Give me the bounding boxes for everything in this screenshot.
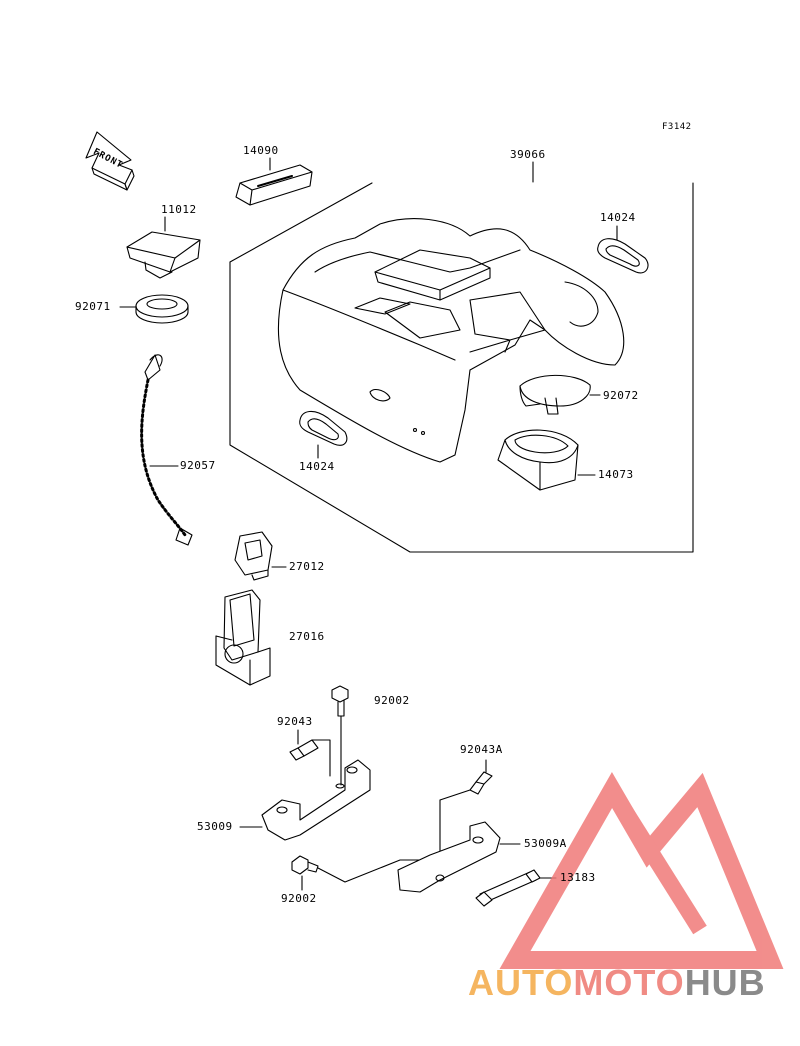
label-14024-top: 14024 [600, 211, 636, 224]
rod-13183 [475, 869, 557, 907]
label-13183: 13183 [560, 871, 596, 884]
watermark-part-auto: AUTO [468, 962, 574, 1003]
label-11012: 11012 [161, 203, 197, 216]
watermark-brand: AUTOMOTOHUB [468, 962, 766, 1004]
bolt-92043A [439, 759, 493, 801]
watermark-part-hub: HUB [684, 962, 766, 1003]
label-92002-bottom: 92002 [281, 892, 317, 905]
label-92071: 92071 [75, 300, 111, 313]
label-53009: 53009 [197, 820, 233, 833]
label-53009A: 53009A [524, 837, 567, 850]
label-92043A: 92043A [460, 743, 503, 756]
grommet-14024-top [597, 225, 649, 274]
boot-14073 [497, 429, 596, 491]
clip-27012 [234, 531, 287, 581]
holder-27016 [215, 589, 271, 686]
label-27012: 27012 [289, 560, 325, 573]
front-arrow-icon [85, 131, 135, 191]
chain-92057 [140, 354, 193, 546]
bolt-92002-top [331, 685, 349, 786]
label-39066: 39066 [510, 148, 546, 161]
watermark-part-moto: MOTO [573, 962, 685, 1003]
bolt-92043 [289, 729, 331, 777]
label-27016: 27016 [289, 630, 325, 643]
ring-92071 [119, 294, 189, 324]
housing-39066 [229, 161, 694, 553]
label-14073: 14073 [598, 468, 634, 481]
label-92057: 92057 [180, 459, 216, 472]
grommet-14024-bottom [299, 410, 348, 459]
clamp-92072 [519, 374, 601, 415]
bracket-53009A [397, 821, 521, 893]
label-92072: 92072 [603, 389, 639, 402]
cap-11012 [126, 216, 201, 279]
label-14024-bottom: 14024 [299, 460, 335, 473]
bolt-92002-bottom [291, 799, 441, 891]
bracket-53009 [239, 759, 371, 841]
figure-code: F3142 [662, 122, 692, 132]
label-14090: 14090 [243, 144, 279, 157]
watermark-logo-icon [499, 771, 784, 969]
label-92002-top: 92002 [374, 694, 410, 707]
decal-14090 [235, 157, 313, 206]
label-92043: 92043 [277, 715, 313, 728]
